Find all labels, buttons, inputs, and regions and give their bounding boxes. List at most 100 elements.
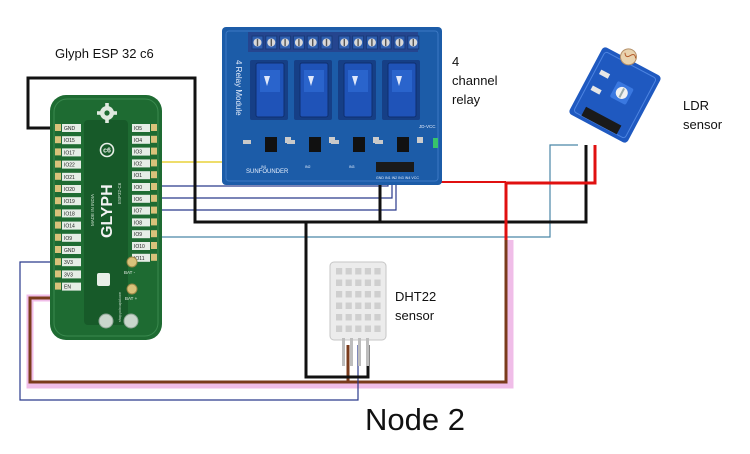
- board-pin-label: IO18: [64, 211, 75, 217]
- board-made-in-text: MADE IN INDIA: [90, 194, 95, 226]
- relay-pin-header: [376, 162, 414, 172]
- dht22-label-line-2: sensor: [395, 308, 435, 323]
- relay-jd-label: JD-VCC: [419, 124, 436, 129]
- board-pin-right: IO9: [132, 230, 157, 239]
- dht22-vent-slot: [345, 314, 352, 321]
- relay-channel-block: [338, 60, 376, 120]
- relay-label-line-3: relay: [452, 92, 481, 107]
- node-title: Node 2: [365, 402, 465, 437]
- reset-button-icon: [98, 313, 114, 329]
- dht22-vent-slot: [345, 325, 352, 332]
- dht22-vent-slot: [336, 268, 343, 275]
- bat-plus-label: BAT +: [125, 296, 138, 301]
- board-pin-right: IO0: [132, 183, 157, 191]
- board-pin-label: IO5: [134, 126, 142, 132]
- relay-channel-label: IN3: [349, 165, 355, 169]
- dht22-vent-slot: [336, 314, 343, 321]
- relay-label: 4 channel relay: [452, 52, 498, 109]
- board-pin-left: IO19: [55, 197, 81, 206]
- board-pin-left: IO15: [55, 136, 81, 145]
- dht22-vent-slot: [364, 279, 371, 286]
- bat-minus-pad: [126, 256, 138, 268]
- dht22-vent-slot: [355, 314, 362, 321]
- c6-logo-icon: c6: [99, 142, 115, 158]
- dht22-vent-slot: [364, 325, 371, 332]
- wire-blue-ldr: [150, 144, 578, 238]
- ldr-label: LDR sensor: [683, 96, 722, 134]
- board-pin-label: IO9: [64, 236, 72, 242]
- jd-vcc-jumper: [433, 138, 438, 148]
- board-pin-right: IO5: [132, 124, 157, 132]
- screw-terminal: [338, 35, 351, 50]
- glyph-board: GNDIO15IO17IO22IO21IO20IO19IO18IO14IO9GN…: [50, 95, 162, 340]
- board-website-text: shop.pcbcupid.com: [118, 292, 122, 322]
- dht22-vent-slot: [364, 314, 371, 321]
- board-name-text: GLYPH: [99, 184, 116, 238]
- pc-logo-icon: [97, 273, 110, 286]
- dht22-vent-slot: [374, 268, 381, 275]
- board-pin-label: IO19: [64, 199, 75, 205]
- board-pin-label: GND: [64, 126, 76, 132]
- dht22-vent-slot: [374, 302, 381, 309]
- dht22-vent-slot: [374, 279, 381, 286]
- board-pin-left: IO21: [55, 172, 81, 181]
- board-pin-left: GND: [55, 246, 81, 254]
- wire-brown: [28, 240, 508, 384]
- bat-plus-pad: [126, 283, 138, 295]
- dht22-vent-slot: [345, 291, 352, 298]
- wire-blue-loop: [19, 261, 359, 401]
- ldr-sensor-module: [569, 47, 661, 143]
- board-pin-right: IO7: [132, 206, 157, 215]
- svg-text:c6: c6: [103, 148, 111, 155]
- dht22-vent-slot: [374, 325, 381, 332]
- board-pin-label: IO3: [134, 150, 142, 156]
- board-pin-left: EN: [55, 282, 81, 291]
- board-label: Glyph ESP 32 c6: [55, 46, 154, 61]
- dht22-label-line-1: DHT22: [395, 289, 437, 304]
- relay-channel-block: [382, 60, 420, 120]
- gear-icon: [97, 103, 117, 123]
- board-pin-left: IO20: [55, 185, 81, 193]
- screw-terminal: [379, 35, 392, 50]
- board-pin-left: 3V3: [55, 258, 81, 267]
- board-pin-right: IO8: [132, 218, 157, 227]
- board-pin-label: IO1: [134, 173, 142, 179]
- board-pin-label: IO8: [134, 220, 142, 226]
- board-pin-left: IO9: [55, 233, 81, 242]
- board-pin-label: IO4: [134, 138, 142, 144]
- dht22-vent-slot: [345, 302, 352, 309]
- dht22-vent-slot: [364, 291, 371, 298]
- board-pin-label: IO15: [64, 138, 75, 144]
- dht22-vent-slot: [374, 291, 381, 298]
- board-pin-left: IO14: [55, 221, 81, 230]
- dht22-vent-slot: [336, 302, 343, 309]
- dht22-vent-slot: [355, 291, 362, 298]
- board-pin-label: IO14: [64, 224, 75, 230]
- dht22-vent-slot: [345, 279, 352, 286]
- relay-vertical-text: 4 Relay Module: [234, 60, 243, 116]
- board-pin-label: IO7: [134, 209, 142, 215]
- dht22-vent-slot: [364, 268, 371, 275]
- board-pin-right: IO6: [132, 194, 157, 203]
- board-pin-label: IO2: [134, 161, 142, 167]
- board-pin-left: 3V3: [55, 270, 81, 279]
- board-pin-label: IO20: [64, 187, 75, 193]
- board-pin-label: IO21: [64, 175, 75, 181]
- board-pin-label: IO10: [134, 244, 145, 250]
- board-pin-right: IO4: [132, 135, 157, 144]
- board-pin-label: IO17: [64, 150, 75, 156]
- board-pin-right: IO3: [132, 147, 157, 156]
- screw-terminal: [279, 35, 292, 50]
- screw-terminal: [265, 35, 278, 50]
- dht22-vent-slot: [345, 268, 352, 275]
- screw-terminal: [251, 35, 264, 50]
- relay-brand-text: SUNFOUNDER: [246, 169, 289, 175]
- board-pin-label: IO0: [134, 185, 142, 191]
- board-pin-label: IO11: [134, 256, 145, 262]
- relay-channel-label: IN2: [305, 165, 311, 169]
- screw-terminal: [292, 35, 305, 50]
- board-pin-right: IO2: [132, 159, 157, 168]
- dht22-vent-slot: [336, 291, 343, 298]
- screw-terminal: [365, 35, 378, 50]
- dht22-vent-slot: [336, 325, 343, 332]
